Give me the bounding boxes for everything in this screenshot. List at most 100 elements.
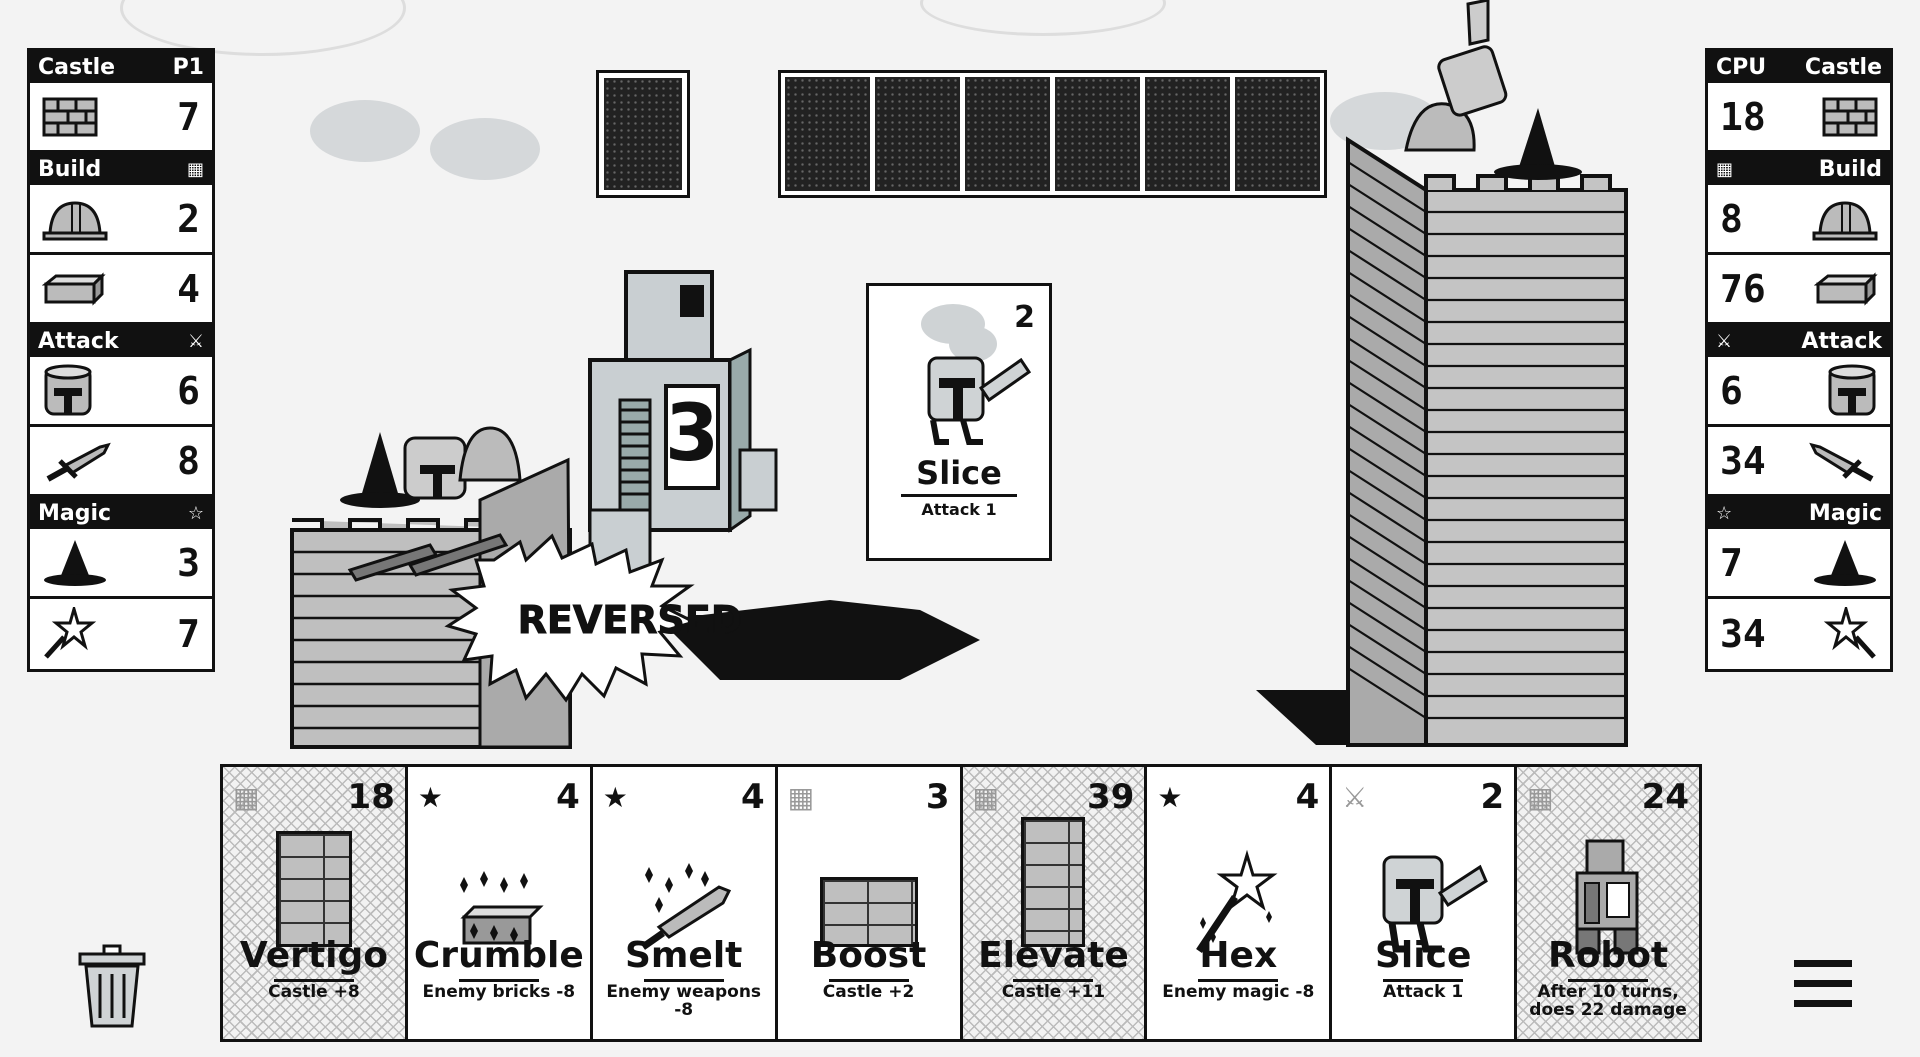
sword-icon: ⚔ <box>187 330 204 352</box>
p1-build-header: Build ▦ <box>30 153 212 185</box>
trash-icon[interactable] <box>76 944 148 1028</box>
hand-card[interactable]: ★ 4 Crumble Enemy bricks -8 <box>407 767 593 1039</box>
brick-icon <box>1814 271 1878 306</box>
brick-icon: ▦ <box>1716 158 1734 180</box>
card-name: Smelt <box>624 935 743 976</box>
hand-card[interactable]: ▦ 39 Elevate Castle +11 <box>962 767 1148 1039</box>
card-cost: 24 <box>1641 777 1689 817</box>
card-cost: 4 <box>1295 777 1320 817</box>
cpu-build-header: ▦ Build <box>1708 153 1890 185</box>
hamburger-menu-icon[interactable] <box>1794 960 1852 1020</box>
divider <box>901 494 1017 497</box>
menu-bar <box>1794 960 1852 967</box>
draw-pile-card[interactable] <box>596 70 690 198</box>
builders-value: 2 <box>177 196 200 241</box>
robot-icon <box>1517 817 1699 957</box>
build-label: Build <box>38 156 102 182</box>
p1-weapons-row: 8 <box>30 427 212 497</box>
wizard-hat-icon <box>1814 539 1876 586</box>
p1-soldiers-row: 6 <box>30 357 212 427</box>
p1-builders-row: 2 <box>30 185 212 255</box>
hand-card[interactable]: ★ 4 Smelt Enemy weapons -8 <box>592 767 778 1039</box>
divider <box>1013 979 1094 982</box>
attack-label: Attack <box>38 328 119 354</box>
tower-icon <box>223 817 405 957</box>
castle-shadow <box>660 600 980 680</box>
sword-icon <box>1809 442 1874 482</box>
build-category-icon: ▦ <box>787 781 815 814</box>
castle-value: 18 <box>1720 94 1766 139</box>
card-cost: 4 <box>556 777 580 817</box>
star-icon: ☆ <box>1716 502 1733 524</box>
p1-attack-header: Attack ⚔ <box>30 325 212 357</box>
cpu-castle-header: CPU Castle <box>1708 51 1890 83</box>
castle-label: Castle <box>38 54 116 80</box>
build-category-icon: ▦ <box>1527 781 1554 814</box>
brick-icon <box>42 271 106 306</box>
played-card-desc: Attack 1 <box>921 500 997 519</box>
divider <box>458 979 539 982</box>
hand-card[interactable]: ▦ 3 Boost Castle +2 <box>777 767 963 1039</box>
wizards-value: 7 <box>1720 540 1743 585</box>
player-label: P1 <box>172 54 204 80</box>
card-name: Slice <box>1375 935 1472 976</box>
background-cloud <box>310 100 420 162</box>
hand-card[interactable]: ▦ 24 Robot After 10 turns, does 22 damag… <box>1517 767 1699 1039</box>
hardhat-icon <box>1812 200 1878 240</box>
smelt-sword-icon <box>593 817 775 957</box>
hand-card[interactable]: ▦ 18 Vertigo Castle +8 <box>223 767 408 1039</box>
divider <box>643 979 724 982</box>
played-card-name: Slice <box>916 454 1002 492</box>
magic-category-icon: ★ <box>417 781 443 814</box>
p1-bricks-row: 4 <box>30 255 212 325</box>
opponent-card-back <box>1235 77 1320 191</box>
card-desc: After 10 turns, does 22 damage <box>1529 982 1687 1020</box>
divider <box>1383 979 1464 982</box>
opponent-card-back <box>965 77 1050 191</box>
card-name: Boost <box>810 935 927 976</box>
card-name: Crumble <box>413 935 584 976</box>
knight-helmet-icon <box>1828 364 1876 415</box>
card-cost: 39 <box>1087 777 1135 817</box>
magic-value: 7 <box>177 612 200 656</box>
soldiers-value: 6 <box>1720 368 1743 413</box>
knight-icon <box>1332 817 1514 957</box>
magic-label: Magic <box>38 500 112 526</box>
castle-wall-icon <box>778 817 960 957</box>
brick-icon: ▦ <box>186 158 204 180</box>
hardhat-icon <box>42 200 108 240</box>
divider <box>273 979 354 982</box>
magic-category-icon: ★ <box>1157 781 1183 814</box>
attack-category-icon: ⚔ <box>1342 781 1368 814</box>
hand-card[interactable]: ⚔ 2 Slice Attack 1 <box>1332 767 1518 1039</box>
opponent-card-back <box>1145 77 1230 191</box>
opponent-hand <box>778 70 1327 198</box>
tall-tower-icon <box>963 817 1145 957</box>
cpu-builders-row: 8 <box>1708 185 1890 255</box>
sword-icon: ⚔ <box>1716 330 1733 352</box>
opponent-card-back <box>785 77 870 191</box>
card-cost: 2 <box>1480 777 1505 817</box>
card-desc: Castle +8 <box>268 982 360 1002</box>
bricks-value: 76 <box>1720 266 1766 311</box>
opponent-card-back <box>1055 77 1140 191</box>
sword-icon <box>46 442 111 482</box>
cpu-bricks-row: 76 <box>1708 255 1890 325</box>
p1-castle-row: 7 <box>30 83 212 153</box>
card-cost: 3 <box>925 777 950 817</box>
divider <box>828 979 909 982</box>
attack-label: Attack <box>1801 328 1882 354</box>
player-hand: ▦ 18 Vertigo Castle +8 ★ 4 Crumble Enemy… <box>220 764 1702 1042</box>
hand-card[interactable]: ★ 4 Hex Enemy magic -8 <box>1147 767 1333 1039</box>
magic-label: Magic <box>1808 500 1882 526</box>
p1-stats-panel: Castle P1 7 Build ▦ 2 4 Attack ⚔ 6 8 Mag… <box>27 48 215 672</box>
magic-category-icon: ★ <box>602 781 628 814</box>
menu-bar <box>1794 1000 1852 1007</box>
played-card-cost: 2 <box>1014 300 1035 335</box>
opponent-card-back <box>875 77 960 191</box>
card-desc: Enemy weapons -8 <box>606 982 762 1020</box>
card-desc: Attack 1 <box>1383 982 1464 1002</box>
player-label: CPU <box>1716 54 1767 80</box>
weapons-value: 8 <box>177 438 200 483</box>
divider <box>1568 979 1649 982</box>
